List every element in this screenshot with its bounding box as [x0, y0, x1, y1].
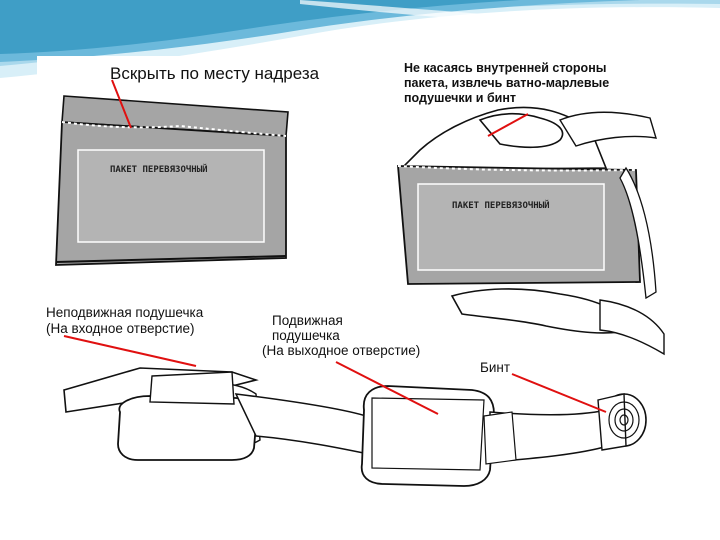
label-movable-pad-line-2: подушечка [272, 328, 340, 343]
pointer-line-extract [487, 113, 529, 137]
package-label-2: ПАКЕТ ПЕРЕВЯЗОЧНЫЙ [452, 199, 550, 211]
pointer-line-notch [111, 79, 132, 129]
label-extract-line-2: пакета, извлечь ватно-марлевые [404, 76, 610, 90]
package-label-1: ПАКЕТ ПЕРЕВЯЗОЧНЫЙ [110, 163, 208, 175]
label-open-notch: Вскрыть по месту надреза [110, 64, 320, 83]
pointer-line-fixed-pad [63, 335, 197, 367]
pointer-line-movable-pad [335, 361, 439, 415]
bandage-assembly [63, 367, 647, 487]
label-extract-line-3: подушечки и бинт [404, 91, 517, 105]
package-opened-at-notch [55, 95, 289, 266]
label-movable-pad-line-1: Подвижная [272, 313, 343, 328]
label-fixed-pad-line-2: (На входное отверстие) [46, 321, 195, 336]
label-bandage: Бинт [480, 360, 511, 375]
label-fixed-pad-line-1: Неподвижная подушечка [46, 305, 204, 320]
header-wave-decoration [0, 0, 720, 78]
package-with-hands [397, 106, 665, 356]
label-extract-line-1: Не касаясь внутренней стороны [404, 61, 607, 75]
label-movable-pad-line-3: (На выходное отверстие) [262, 343, 421, 358]
pointer-line-bandage [511, 373, 607, 413]
